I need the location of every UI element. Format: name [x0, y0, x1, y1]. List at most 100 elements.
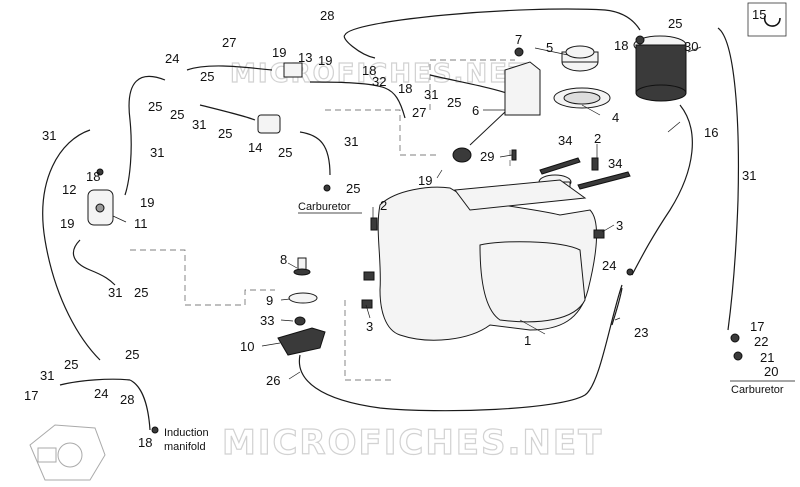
fuel-filter-14: [257, 114, 281, 134]
callout-25: 25: [134, 285, 148, 300]
fuel-pump-assembly: [277, 257, 326, 356]
fuel-tank: [377, 174, 597, 341]
callout-30: 30: [684, 39, 698, 54]
callout-34: 34: [558, 133, 572, 148]
callout-19: 19: [318, 53, 332, 68]
callout-25: 25: [278, 145, 292, 160]
callout-24: 24: [94, 386, 108, 401]
hose-31-bottom: [59, 378, 131, 386]
callout-25: 25: [200, 69, 214, 84]
callout-31: 31: [40, 368, 54, 383]
callout-13: 13: [298, 50, 312, 65]
callout-22: 22: [754, 334, 768, 349]
hose-31-loop: [124, 75, 166, 196]
leader-lines: [112, 46, 702, 380]
clamps: [96, 35, 743, 434]
callout-14: 14: [248, 140, 262, 155]
fuel-level-sender: [452, 61, 541, 163]
callout-20: 20: [764, 364, 778, 379]
callout-28: 28: [320, 8, 334, 23]
callout-7: 7: [515, 32, 522, 47]
callout-18: 18: [138, 435, 152, 450]
watermark-bottom: MICROFICHES.NET: [222, 423, 603, 463]
callout-26: 26: [266, 373, 280, 388]
fuel-pump: [87, 189, 114, 226]
callout-17: 17: [24, 388, 38, 403]
hose-31-mid: [199, 104, 256, 121]
callout-11: 11: [134, 216, 148, 231]
callout-5: 5: [546, 40, 553, 55]
callout-19: 19: [140, 195, 154, 210]
callout-31: 31: [42, 128, 56, 143]
callout-21: 21: [760, 350, 774, 365]
callout-34: 34: [608, 156, 622, 171]
assembly-guide-lines: [130, 59, 515, 381]
callout-15: 15: [752, 7, 766, 22]
canister: [633, 35, 687, 102]
filler-ring: [553, 87, 611, 109]
hose-26: [298, 284, 623, 412]
callout-31: 31: [742, 168, 756, 183]
callout-25: 25: [218, 126, 232, 141]
tank-cap: [561, 45, 599, 72]
callout-25: 25: [346, 181, 360, 196]
callout-31: 31: [192, 117, 206, 132]
callout-25: 25: [447, 95, 461, 110]
callout-24: 24: [602, 258, 616, 273]
callout-31: 31: [150, 145, 164, 160]
callout-27: 27: [412, 105, 426, 120]
callout-9: 9: [266, 293, 273, 308]
hose-27-top: [186, 65, 273, 71]
induction-manifold-label-line1: Induction: [164, 427, 209, 439]
callout-23: 23: [634, 325, 648, 340]
callout-25: 25: [668, 16, 682, 31]
induction-manifold-label-line2: manifold: [164, 441, 206, 453]
callout-19: 19: [418, 173, 432, 188]
clip-icon-box: [747, 2, 787, 37]
callout-19: 19: [272, 45, 286, 60]
callout-31: 31: [344, 134, 358, 149]
callout-17: 17: [750, 319, 764, 334]
hose-28-bottom: [129, 379, 151, 431]
hose-23: [611, 287, 623, 326]
callout-1: 1: [524, 333, 531, 348]
callout-2: 2: [594, 131, 601, 146]
callout-18: 18: [362, 63, 376, 78]
callout-18: 18: [614, 38, 628, 53]
callout-31: 31: [424, 87, 438, 102]
hose-31-right: [717, 27, 740, 331]
callout-10: 10: [240, 339, 254, 354]
callout-19: 19: [60, 216, 74, 231]
hose-31-top: [309, 81, 406, 119]
callout-25: 25: [125, 347, 139, 362]
hose-16: [631, 104, 693, 276]
callout-25: 25: [148, 99, 162, 114]
callout-18: 18: [398, 81, 412, 96]
callout-27: 27: [222, 35, 236, 50]
callout-4: 4: [612, 110, 619, 125]
hose-carb-left: [299, 131, 331, 176]
callout-33: 33: [260, 313, 274, 328]
carburetor-label-left: Carburetor: [298, 201, 351, 213]
carburetor-label-right: Carburetor: [731, 384, 784, 396]
callout-25: 25: [170, 107, 184, 122]
callout-28: 28: [120, 392, 134, 407]
hose-28-upper: [344, 8, 641, 36]
hose-31-left: [42, 129, 101, 361]
callout-3: 3: [366, 319, 373, 334]
callout-24: 24: [165, 51, 179, 66]
callout-8: 8: [280, 252, 287, 267]
callout-25: 25: [64, 357, 78, 372]
callout-2: 2: [380, 198, 387, 213]
hose-clip-icon: [763, 15, 781, 27]
hose-31-lower: [72, 239, 116, 286]
callout-16: 16: [704, 125, 718, 140]
fuel-filter-13: [283, 62, 303, 78]
callout-29: 29: [480, 149, 494, 164]
callout-18: 18: [86, 169, 100, 184]
callout-12: 12: [62, 182, 76, 197]
callout-3: 3: [616, 218, 623, 233]
watermark-top: MICROFICHES.NET: [230, 59, 529, 89]
callout-6: 6: [472, 103, 479, 118]
